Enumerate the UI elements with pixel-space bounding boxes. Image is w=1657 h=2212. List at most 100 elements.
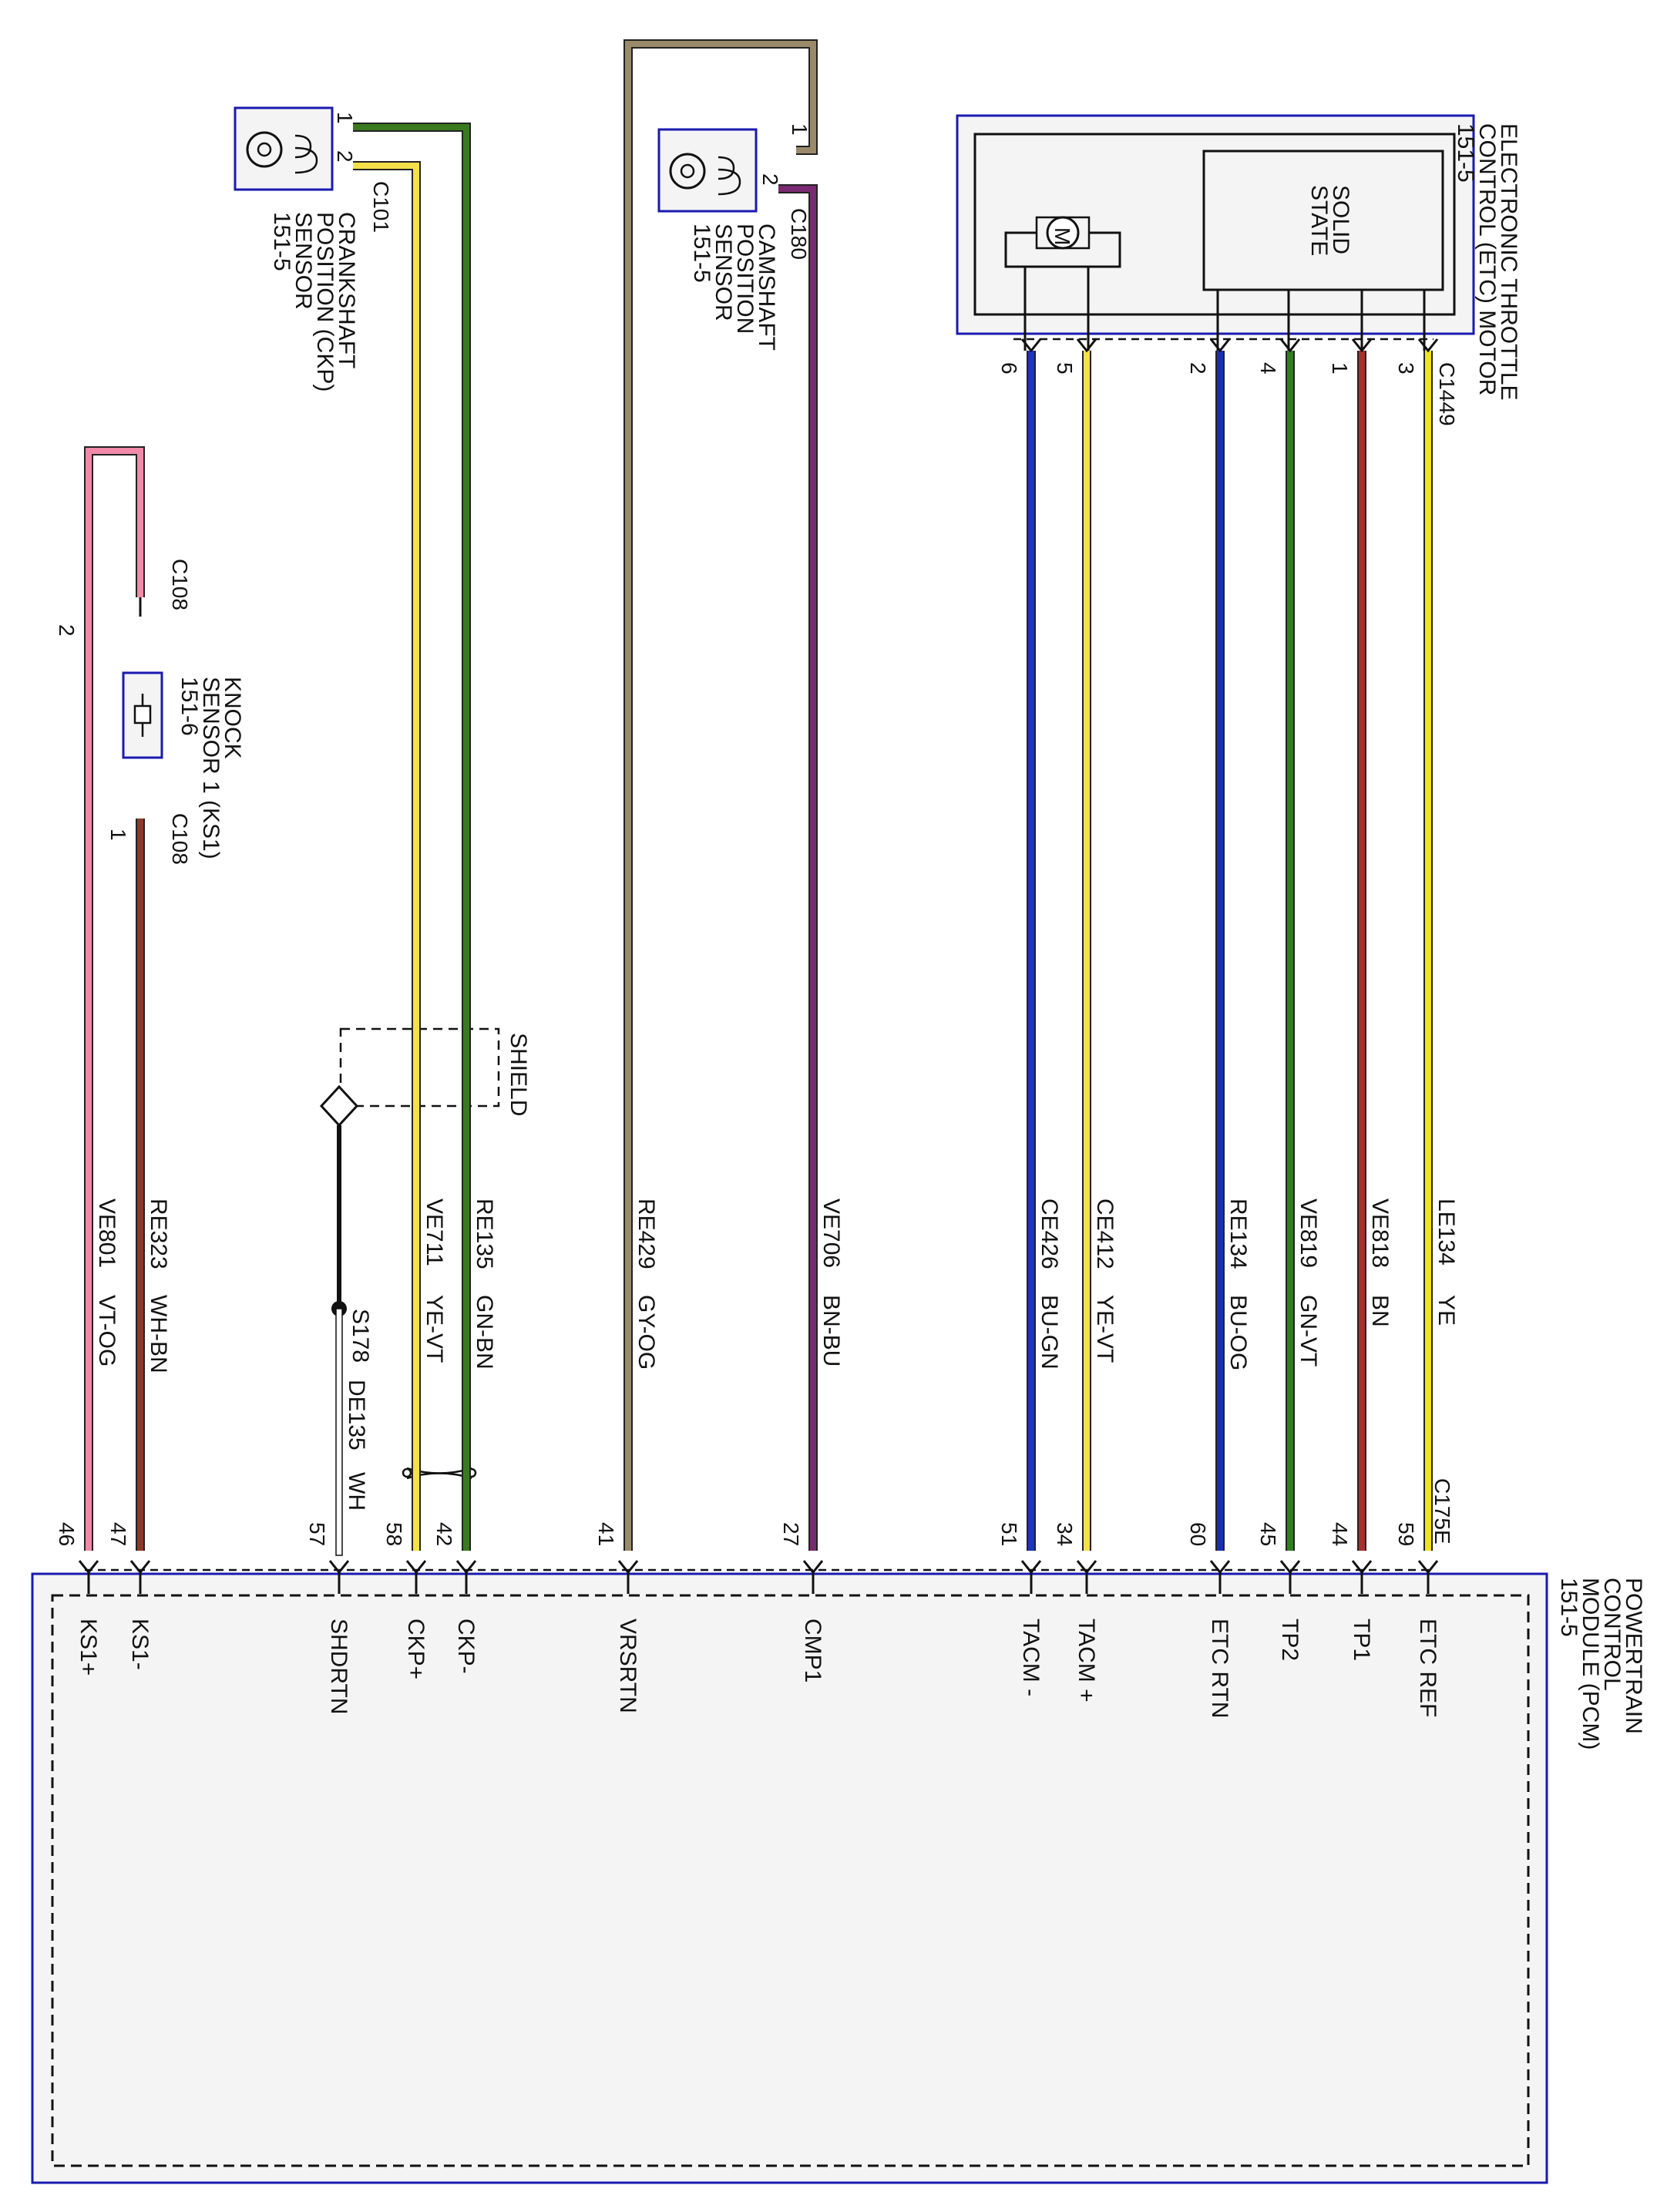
wire-ce412-device-chevron [1076, 338, 1097, 353]
wire-ve711-pcm-signal: CKP+ [403, 1619, 429, 1679]
wire-re323-pcm-signal: KS1- [127, 1619, 153, 1670]
pcm-label-line1: POWERTRAIN [1621, 1578, 1646, 1734]
wire-ve801 [86, 448, 143, 1551]
wire-ce412-pcm-pin: 34 [1053, 1522, 1077, 1546]
pcm-module-outline [31, 1572, 1548, 2184]
wire-ve711 [353, 163, 419, 1551]
wire-ce426-color-label: BU-GN [1037, 1295, 1062, 1370]
wire-ve818-pcm-signal: TP1 [1349, 1619, 1374, 1661]
wire-re429 [625, 41, 816, 1551]
wire-ce412-pcm-chevron [1076, 1560, 1097, 1575]
wire-ce412-circuit-label: CE412 [1092, 1198, 1118, 1269]
wire-re323-pcm-chevron [129, 1560, 151, 1575]
wire-re134-color-label: BU-OG [1225, 1295, 1251, 1370]
pcm-module-inner [51, 1594, 1530, 2167]
wire-ve819-device-chevron [1279, 338, 1301, 353]
solid-state-line1: SOLID [1328, 185, 1353, 254]
splice-circuit: DE135 [344, 1380, 369, 1451]
knock-label-line2: SENSOR 1 (KS1) [198, 677, 224, 859]
cam-sensor-label: CAMSHAFT POSITION SENSOR 151-5 [689, 224, 779, 351]
cam-sensor-icon [669, 153, 741, 196]
wire-ve801-device-pin: 2 [55, 624, 79, 637]
wire-le134-circuit-label: LE134 [1433, 1198, 1459, 1266]
motor-symbol: M [1050, 227, 1074, 245]
knock-sensor-icon [133, 694, 152, 737]
wire-ve801-color-label: VT-OG [94, 1295, 119, 1367]
wire-le134-pcm-pin: 59 [1394, 1522, 1418, 1546]
cam-sensor-outline [657, 128, 758, 213]
etc-label-line3: 151-5 [1453, 123, 1478, 183]
cam-label-line2: POSITION [732, 224, 758, 334]
pcm-label-line4: 151-5 [1556, 1578, 1581, 1637]
wire-shield-57-pcm-signal: SHDRTN [326, 1619, 351, 1714]
wire-le134-device-pin: 3 [1394, 362, 1418, 375]
wire-re135-pcm-signal: CKP- [453, 1619, 479, 1674]
wire-re135-pcm-chevron [455, 1560, 477, 1575]
wire-ce426-pcm-signal: TACM - [1018, 1619, 1044, 1696]
wire-ve711-circuit-label: VE711 [422, 1198, 447, 1266]
ckp-sensor-label: CRANKSHAFT POSITION (CKP) SENSOR 151-5 [269, 212, 359, 392]
wire-ve711-pcm-pin: 58 [382, 1522, 406, 1546]
ckp-label-line3: SENSOR [291, 212, 316, 310]
wire-re135 [353, 124, 469, 1551]
wire-re135-color-label: GN-BN [472, 1295, 497, 1370]
knock-connector-top-label: C108 [168, 559, 192, 610]
wire-ce426-pcm-pin: 51 [997, 1522, 1021, 1546]
wire-re429-color-label: GY-OG [634, 1295, 659, 1370]
pcm-label-line3: MODULE (PCM) [1578, 1578, 1603, 1750]
wire-re429-pcm-signal: VRSRTN [615, 1619, 640, 1713]
wire-ve706-pcm-signal: CMP1 [800, 1619, 825, 1683]
wire-ve818-color-label: BN [1367, 1295, 1393, 1327]
wire-shield-57-pcm-pin: 57 [305, 1522, 329, 1546]
wire-ce412-pcm-signal: TACM + [1074, 1619, 1099, 1703]
wire-ve801-pcm-chevron [78, 1560, 99, 1575]
etc-connector-label: C1449 [1435, 362, 1459, 426]
etc-label-line1: ELECTRONIC THROTTLE [1496, 123, 1521, 401]
pcm-label-line2: CONTROL [1599, 1578, 1625, 1691]
motor-icon: M [1004, 216, 1121, 268]
wire-ve819-device-pin: 4 [1256, 362, 1280, 375]
wire-ve818-pcm-pin: 44 [1328, 1522, 1352, 1546]
wire-ve819-circuit-label: VE819 [1296, 1198, 1321, 1268]
wire-re323-device-pin: 1 [106, 829, 130, 841]
wire-re429-device-pin: 1 [788, 123, 812, 136]
pcm-connector-label: C175E [1430, 1478, 1454, 1545]
wire-ve706-color-label: BN-BU [818, 1295, 844, 1367]
wire-ve819-pcm-pin: 45 [1256, 1522, 1280, 1546]
wire-re134-pcm-pin: 60 [1186, 1522, 1210, 1546]
solid-state-box [1202, 150, 1444, 291]
cam-label-line4: 151-5 [689, 224, 714, 283]
knock-label-line1: KNOCK [220, 677, 245, 759]
ckp-sensor-icon [246, 131, 318, 174]
etc-module-outline [956, 114, 1475, 335]
wire-re429-pcm-chevron [617, 1560, 639, 1575]
wire-ve706 [778, 186, 816, 1551]
etc-module-inner [973, 133, 1456, 316]
knock-connector-bottom-label: C108 [168, 813, 192, 865]
cam-connector-label: C180 [787, 208, 811, 260]
wire-ve801-circuit-label: VE801 [94, 1198, 119, 1268]
pcm-module-label: POWERTRAIN CONTROL MODULE (PCM) 151-5 [1556, 1578, 1646, 1750]
shield-label: SHIELD [506, 1033, 531, 1116]
wire-re134-pcm-signal: ETC RTN [1207, 1619, 1232, 1718]
splice-name: S178 [348, 1309, 373, 1363]
etc-internal-wiring [1023, 267, 1426, 351]
wire-re135-device-pin: 1 [333, 112, 357, 124]
wire-re134-circuit-label: RE134 [1225, 1198, 1251, 1269]
shield-ground-diamond [319, 1084, 359, 1128]
wire-ve711-device-pin: 2 [333, 150, 357, 163]
wire-ve801-outline [84, 446, 145, 1551]
wire-le134-color-label: YE [1433, 1295, 1459, 1326]
wire-ve818-device-chevron [1351, 338, 1373, 353]
wire-ve711-pcm-chevron [405, 1560, 427, 1575]
knock-label-line3: 151-6 [176, 677, 202, 736]
wire-ve801-pcm-pin: 46 [55, 1522, 79, 1546]
ckp-sensor-outline [234, 106, 334, 191]
wire-ce412-device-pin: 5 [1053, 362, 1077, 375]
wire-ve818-device-pin: 1 [1328, 362, 1352, 375]
wire-ce426-device-pin: 6 [997, 362, 1021, 375]
wire-re323-circuit-label: RE323 [146, 1198, 171, 1269]
cam-label-line3: SENSOR [711, 224, 736, 321]
wire-ve711-color-label: YE-VT [422, 1295, 447, 1363]
